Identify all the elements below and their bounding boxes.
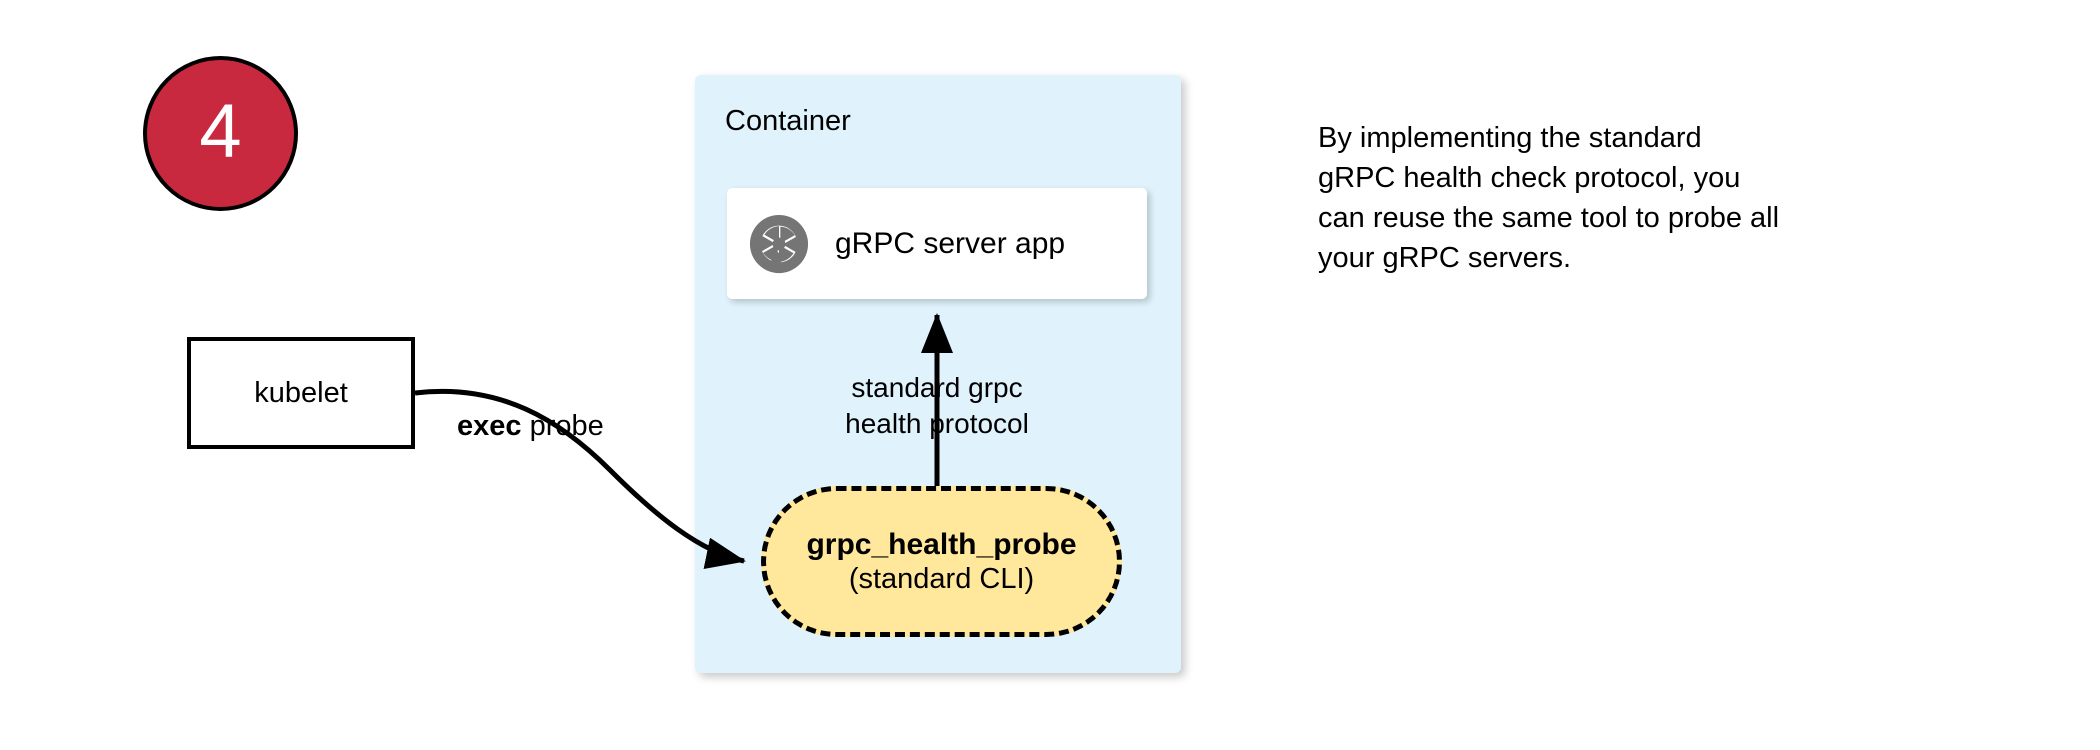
step-number-badge: 4 <box>143 56 298 211</box>
grpc-server-app-node: gRPC server app <box>727 188 1147 299</box>
caption-line-2: gRPC health check protocol, you <box>1318 162 1741 195</box>
step-number-text: 4 <box>199 88 242 174</box>
protocol-line-1: standard grpc <box>851 372 1023 403</box>
protocol-annotation: standard grpc health protocol <box>777 370 1097 443</box>
container-title: Container <box>725 105 851 137</box>
protocol-line-2: health protocol <box>845 408 1029 440</box>
grpc-health-probe-title: grpc_health_probe <box>806 527 1077 561</box>
caption-line-3: can reuse the same tool to probe all <box>1318 202 1780 235</box>
grpc-health-probe-subtitle: (standard CLI) <box>848 563 1035 596</box>
kubelet-node: kubelet <box>187 337 415 449</box>
exec-probe-edge-label: exec probe <box>457 412 604 441</box>
caption-text: By implementing the standard gRPC health… <box>1318 118 1918 278</box>
caption-line-1: By implementing the standard <box>1318 122 1702 154</box>
aperture-icon <box>748 213 810 275</box>
exec-probe-rest: probe <box>521 410 604 442</box>
grpc-server-app-label: gRPC server app <box>835 226 1066 260</box>
caption-line-4: your gRPC servers. <box>1318 242 1572 275</box>
kubelet-label: kubelet <box>254 376 348 409</box>
exec-probe-strong: exec <box>457 410 522 442</box>
grpc-health-probe-node: grpc_health_probe (standard CLI) <box>761 486 1122 637</box>
